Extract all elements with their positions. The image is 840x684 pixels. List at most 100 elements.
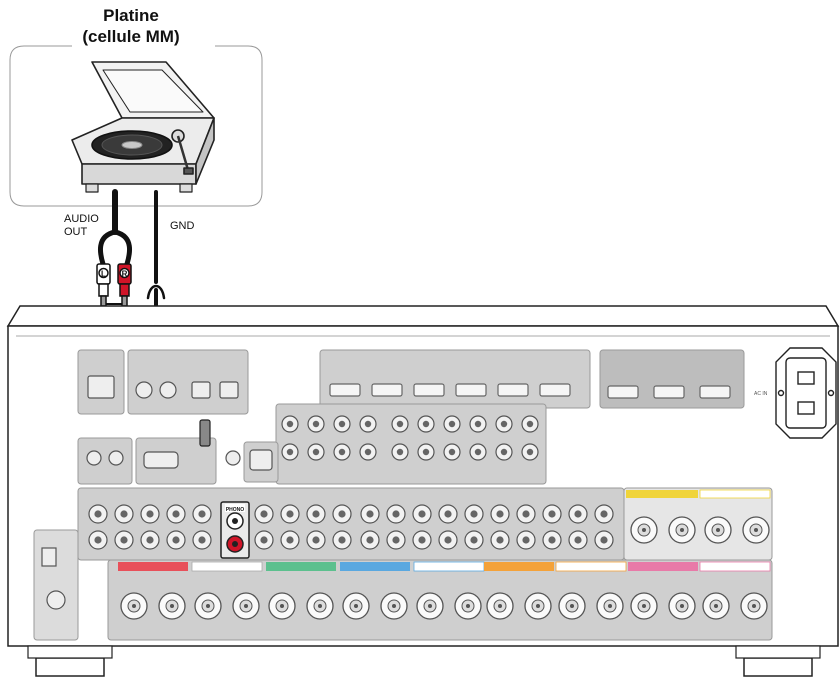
rca-plug-right: R: [117, 263, 132, 307]
speaker-terminal: [740, 592, 768, 620]
speaker-terminal: [668, 592, 696, 620]
misc-connectors: [41, 375, 273, 610]
rca-jack: [443, 415, 461, 433]
speaker-terminal: [558, 592, 586, 620]
rca-jack: [281, 415, 299, 433]
rca-jack: [417, 443, 435, 461]
rca-jack: [469, 415, 487, 433]
speaker-terminal: [702, 592, 730, 620]
rca-jack: [192, 530, 212, 550]
rca-jack: [333, 443, 351, 461]
rca-jack-grid: [88, 415, 614, 550]
rca-jack: [542, 530, 562, 550]
rca-jack: [360, 530, 380, 550]
speaker-terminal: [454, 592, 482, 620]
rca-jack: [516, 504, 536, 524]
audio-out-line1: AUDIO: [64, 213, 99, 225]
speaker-terminal: [742, 516, 770, 544]
rca-jack: [360, 504, 380, 524]
rca-jack: [438, 530, 458, 550]
rca-jack: [114, 530, 134, 550]
rca-jack: [464, 530, 484, 550]
speaker-terminals: [120, 516, 770, 620]
hdmi-ports: [329, 383, 731, 399]
rca-jack: [332, 504, 352, 524]
speaker-terminal: [596, 592, 624, 620]
rca-jack: [140, 530, 160, 550]
rca-jack: [333, 415, 351, 433]
rca-jack: [594, 504, 614, 524]
gnd-label: GND: [170, 220, 195, 232]
speaker-terminal: [194, 592, 222, 620]
rca-jack: [386, 530, 406, 550]
speaker-terminal: [704, 516, 732, 544]
speaker-terminal: [232, 592, 260, 620]
phono-label: PHONO: [226, 507, 244, 513]
rca-jack: [516, 530, 536, 550]
speaker-terminal: [158, 592, 186, 620]
speaker-terminal: [342, 592, 370, 620]
rca-plug-left: L: [96, 263, 111, 307]
rca-jack: [391, 415, 409, 433]
rca-jack: [114, 504, 134, 524]
rca-jack: [490, 504, 510, 524]
rca-jack: [521, 443, 539, 461]
rca-jack: [192, 504, 212, 524]
speaker-terminal: [268, 592, 296, 620]
speaker-terminal: [668, 516, 696, 544]
rca-jack: [391, 443, 409, 461]
rca-jack: [464, 504, 484, 524]
ac-inlet: AC IN: [754, 347, 837, 439]
rca-jack: [280, 530, 300, 550]
rca-jack: [307, 415, 325, 433]
rca-jack: [521, 415, 539, 433]
rca-jack: [166, 504, 186, 524]
rca-jack: [359, 415, 377, 433]
rca-jack: [306, 530, 326, 550]
rca-jack: [88, 530, 108, 550]
speaker-terminal: [486, 592, 514, 620]
rca-jack: [495, 415, 513, 433]
speaker-terminal: [416, 592, 444, 620]
rca-jack: [254, 530, 274, 550]
rca-jack: [386, 504, 406, 524]
rca-jack: [306, 504, 326, 524]
device-title-line2: (cellule MM): [82, 27, 180, 46]
speaker-terminal: [306, 592, 334, 620]
rca-jack: [412, 504, 432, 524]
rca-jack: [469, 443, 487, 461]
rca-jack: [332, 530, 352, 550]
speaker-label-strip: [118, 489, 771, 572]
speaker-terminal: [120, 592, 148, 620]
rca-jack: [490, 530, 510, 550]
rca-jack: [542, 504, 562, 524]
rca-jack: [280, 504, 300, 524]
rca-jack: [568, 504, 588, 524]
device-title-line1: Platine: [103, 6, 159, 25]
rca-left-text: L: [101, 270, 106, 279]
speaker-terminal: [630, 516, 658, 544]
speaker-terminal: [524, 592, 552, 620]
rca-jack: [166, 530, 186, 550]
rca-jack: [417, 415, 435, 433]
speaker-terminal: [380, 592, 408, 620]
rca-jack: [281, 443, 299, 461]
rca-jack: [359, 443, 377, 461]
rca-jack: [438, 504, 458, 524]
rca-jack: [594, 530, 614, 550]
rca-jack: [495, 443, 513, 461]
rca-jack: [307, 443, 325, 461]
rca-right-text: R: [122, 270, 128, 279]
rca-jack: [443, 443, 461, 461]
audio-out-label: AUDIO OUT: [64, 213, 99, 239]
phono-input: PHONO: [225, 504, 245, 553]
turntable-box: [9, 45, 263, 207]
ac-in-label: AC IN: [754, 391, 768, 397]
rca-jack: [88, 504, 108, 524]
rca-jack: [140, 504, 160, 524]
rca-jack: [254, 504, 274, 524]
audio-out-line2: OUT: [64, 226, 88, 238]
speaker-terminal: [630, 592, 658, 620]
